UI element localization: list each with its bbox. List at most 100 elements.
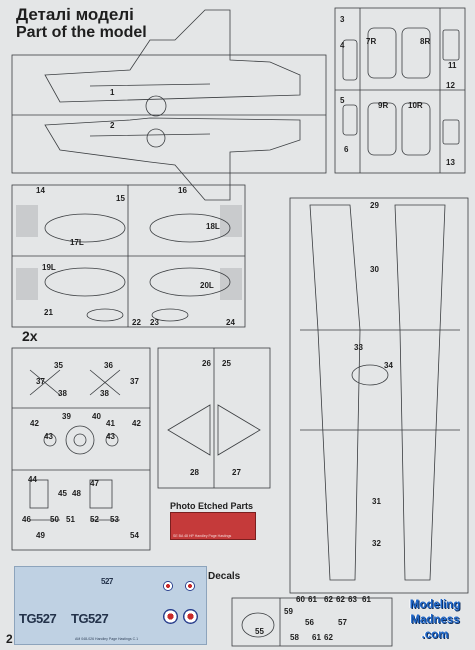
part-label: 58 xyxy=(290,633,299,642)
roundel-icon xyxy=(183,609,198,624)
page-number: 2 xyxy=(6,632,13,646)
part-label: 42 xyxy=(30,419,39,428)
part-label: 57 xyxy=(338,618,347,627)
part-label: 16 xyxy=(178,186,187,195)
clear-parts-sprue-frame xyxy=(231,597,393,647)
part-label: 48 xyxy=(72,489,81,498)
part-label: 38 xyxy=(100,389,109,398)
part-label: 20L xyxy=(200,281,214,290)
part-label: 53 xyxy=(110,515,119,524)
part-label: 40 xyxy=(92,412,101,421)
detail-sprue-frame xyxy=(11,347,151,551)
wing-sprue-frame xyxy=(289,197,469,594)
part-label: 61 xyxy=(312,633,321,642)
part-label: 23 xyxy=(150,318,159,327)
part-label: 60 xyxy=(296,595,305,604)
part-label: 45 xyxy=(58,489,67,498)
part-label: 15 xyxy=(116,194,125,203)
part-label: 35 xyxy=(54,361,63,370)
part-label: 62 xyxy=(336,595,345,604)
part-label: 12 xyxy=(446,81,455,90)
part-label: 24 xyxy=(226,318,235,327)
part-label: 47 xyxy=(90,479,99,488)
decal-sheet-footer: AM 048-026 Handley Page Hastings C.1 xyxy=(75,637,139,641)
part-label: 5 xyxy=(340,96,345,105)
part-label: 61 xyxy=(362,595,371,604)
part-label: 61 xyxy=(308,595,317,604)
part-label: 13 xyxy=(446,158,455,167)
watermark-line-1: Modeling xyxy=(409,599,461,611)
part-label: 2 xyxy=(110,121,115,130)
part-label: 28 xyxy=(190,468,199,477)
fuselage-sprue-frame xyxy=(11,54,327,174)
fuselage-half-2 xyxy=(44,117,301,201)
photo-etched-fret-text: SE BA 48 HP Handley Page Hastings xyxy=(173,534,232,538)
part-label: 10R xyxy=(408,101,423,110)
left-wing xyxy=(309,204,361,581)
part-label: 25 xyxy=(222,359,231,368)
quantity-multiplier: 2x xyxy=(22,328,38,344)
part-label: 19L xyxy=(42,263,56,272)
roundel-icon xyxy=(185,581,195,591)
part-label: 55 xyxy=(255,627,264,636)
part-label: 50 xyxy=(50,515,59,524)
part-label: 43 xyxy=(44,432,53,441)
part-label: 62 xyxy=(324,633,333,642)
part-label: 54 xyxy=(130,531,139,540)
part-label: 33 xyxy=(354,343,363,352)
photo-etched-label: Photo Etched Parts xyxy=(170,501,254,511)
part-label: 26 xyxy=(202,359,211,368)
part-label: 11 xyxy=(448,61,457,70)
part-label: 18L xyxy=(206,222,220,231)
part-label: 8R xyxy=(420,37,430,46)
part-label: 29 xyxy=(370,201,379,210)
part-label: 30 xyxy=(370,265,379,274)
part-label: 37 xyxy=(130,377,139,386)
part-label: 46 xyxy=(22,515,31,524)
part-label: 17L xyxy=(70,238,84,247)
part-label: 37 xyxy=(36,377,45,386)
photo-etched-fret: SE BA 48 HP Handley Page Hastings xyxy=(170,512,256,540)
part-label: 3 xyxy=(340,15,345,24)
right-wing xyxy=(394,204,446,581)
part-label: 21 xyxy=(44,308,53,317)
page-title-english: Part of the model xyxy=(16,24,147,41)
part-label: 52 xyxy=(90,515,99,524)
part-label: 39 xyxy=(62,412,71,421)
part-label: 44 xyxy=(28,475,37,484)
part-label: 1 xyxy=(110,88,115,97)
decal-registration-right: TG527 xyxy=(71,611,109,626)
part-label: 4 xyxy=(340,41,345,50)
page-title-ukrainian: Деталі моделі xyxy=(16,5,134,24)
part-label: 36 xyxy=(104,361,113,370)
part-label: 56 xyxy=(305,618,314,627)
watermark-line-2: Madness xyxy=(410,614,460,626)
part-label: 59 xyxy=(284,607,293,616)
part-label: 32 xyxy=(372,539,381,548)
roundel-icon xyxy=(163,581,173,591)
decal-sheet: TG527 TG527 527 AM 048-026 Handley Page … xyxy=(14,566,207,645)
part-label: 51 xyxy=(66,515,75,524)
small-parts-sprue-frame xyxy=(334,7,466,174)
part-label: 34 xyxy=(384,361,393,370)
decal-registration-left: TG527 xyxy=(19,611,57,626)
part-label: 63 xyxy=(348,595,357,604)
part-label: 14 xyxy=(36,186,45,195)
part-label: 62 xyxy=(324,595,333,604)
part-label: 7R xyxy=(366,37,376,46)
part-label: 41 xyxy=(106,419,115,428)
part-label: 31 xyxy=(372,497,381,506)
decal-small-code: 527 xyxy=(101,577,113,586)
part-label: 38 xyxy=(58,389,67,398)
watermark-logo: Modeling Madness .com xyxy=(398,598,472,646)
watermark-line-3: .com xyxy=(421,629,449,641)
part-label: 49 xyxy=(36,531,45,540)
part-label: 42 xyxy=(132,419,141,428)
roundel-icon xyxy=(163,609,178,624)
part-label: 27 xyxy=(232,468,241,477)
part-label: 43 xyxy=(106,432,115,441)
decals-label: Decals xyxy=(208,571,241,582)
part-label: 22 xyxy=(132,318,141,327)
fuselage-half-1 xyxy=(44,9,301,103)
